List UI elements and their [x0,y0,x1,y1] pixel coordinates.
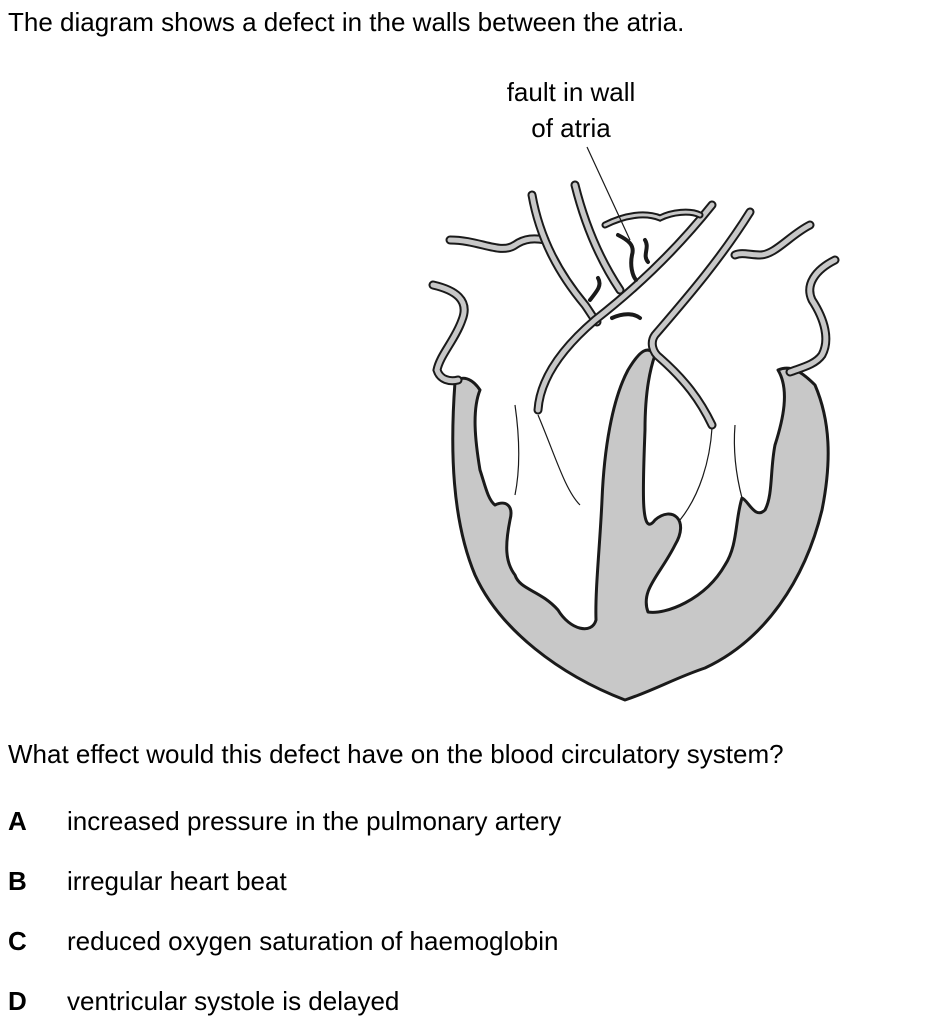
septum-defect [616,233,650,282]
option-text: irregular heart beat [67,866,287,896]
intro-text: The diagram shows a defect in the walls … [8,7,685,37]
option-letter: D [8,986,27,1016]
heart-illustration [428,146,840,702]
heart-diagram: fault in wall of atria [428,77,840,702]
diagram-label-line-1: fault in wall [506,77,636,107]
option-text: reduced oxygen saturation of haemoglobin [67,926,559,956]
option-text: increased pressure in the pulmonary arte… [67,806,562,836]
valve-flap-mid [537,414,581,506]
valve-flap-left [514,404,520,496]
diagram-label-line-2: of atria [531,113,611,143]
option-letter: A [8,806,27,836]
option-letter: C [8,926,27,956]
valve-flap-right [733,424,743,499]
ventricle-wall [451,348,830,702]
option-letter: B [8,866,27,896]
valve-flap-mid2 [679,427,713,521]
label-leader-line [586,146,631,241]
option-text: ventricular systole is delayed [67,986,400,1016]
question-text: What effect would this defect have on th… [8,739,784,769]
